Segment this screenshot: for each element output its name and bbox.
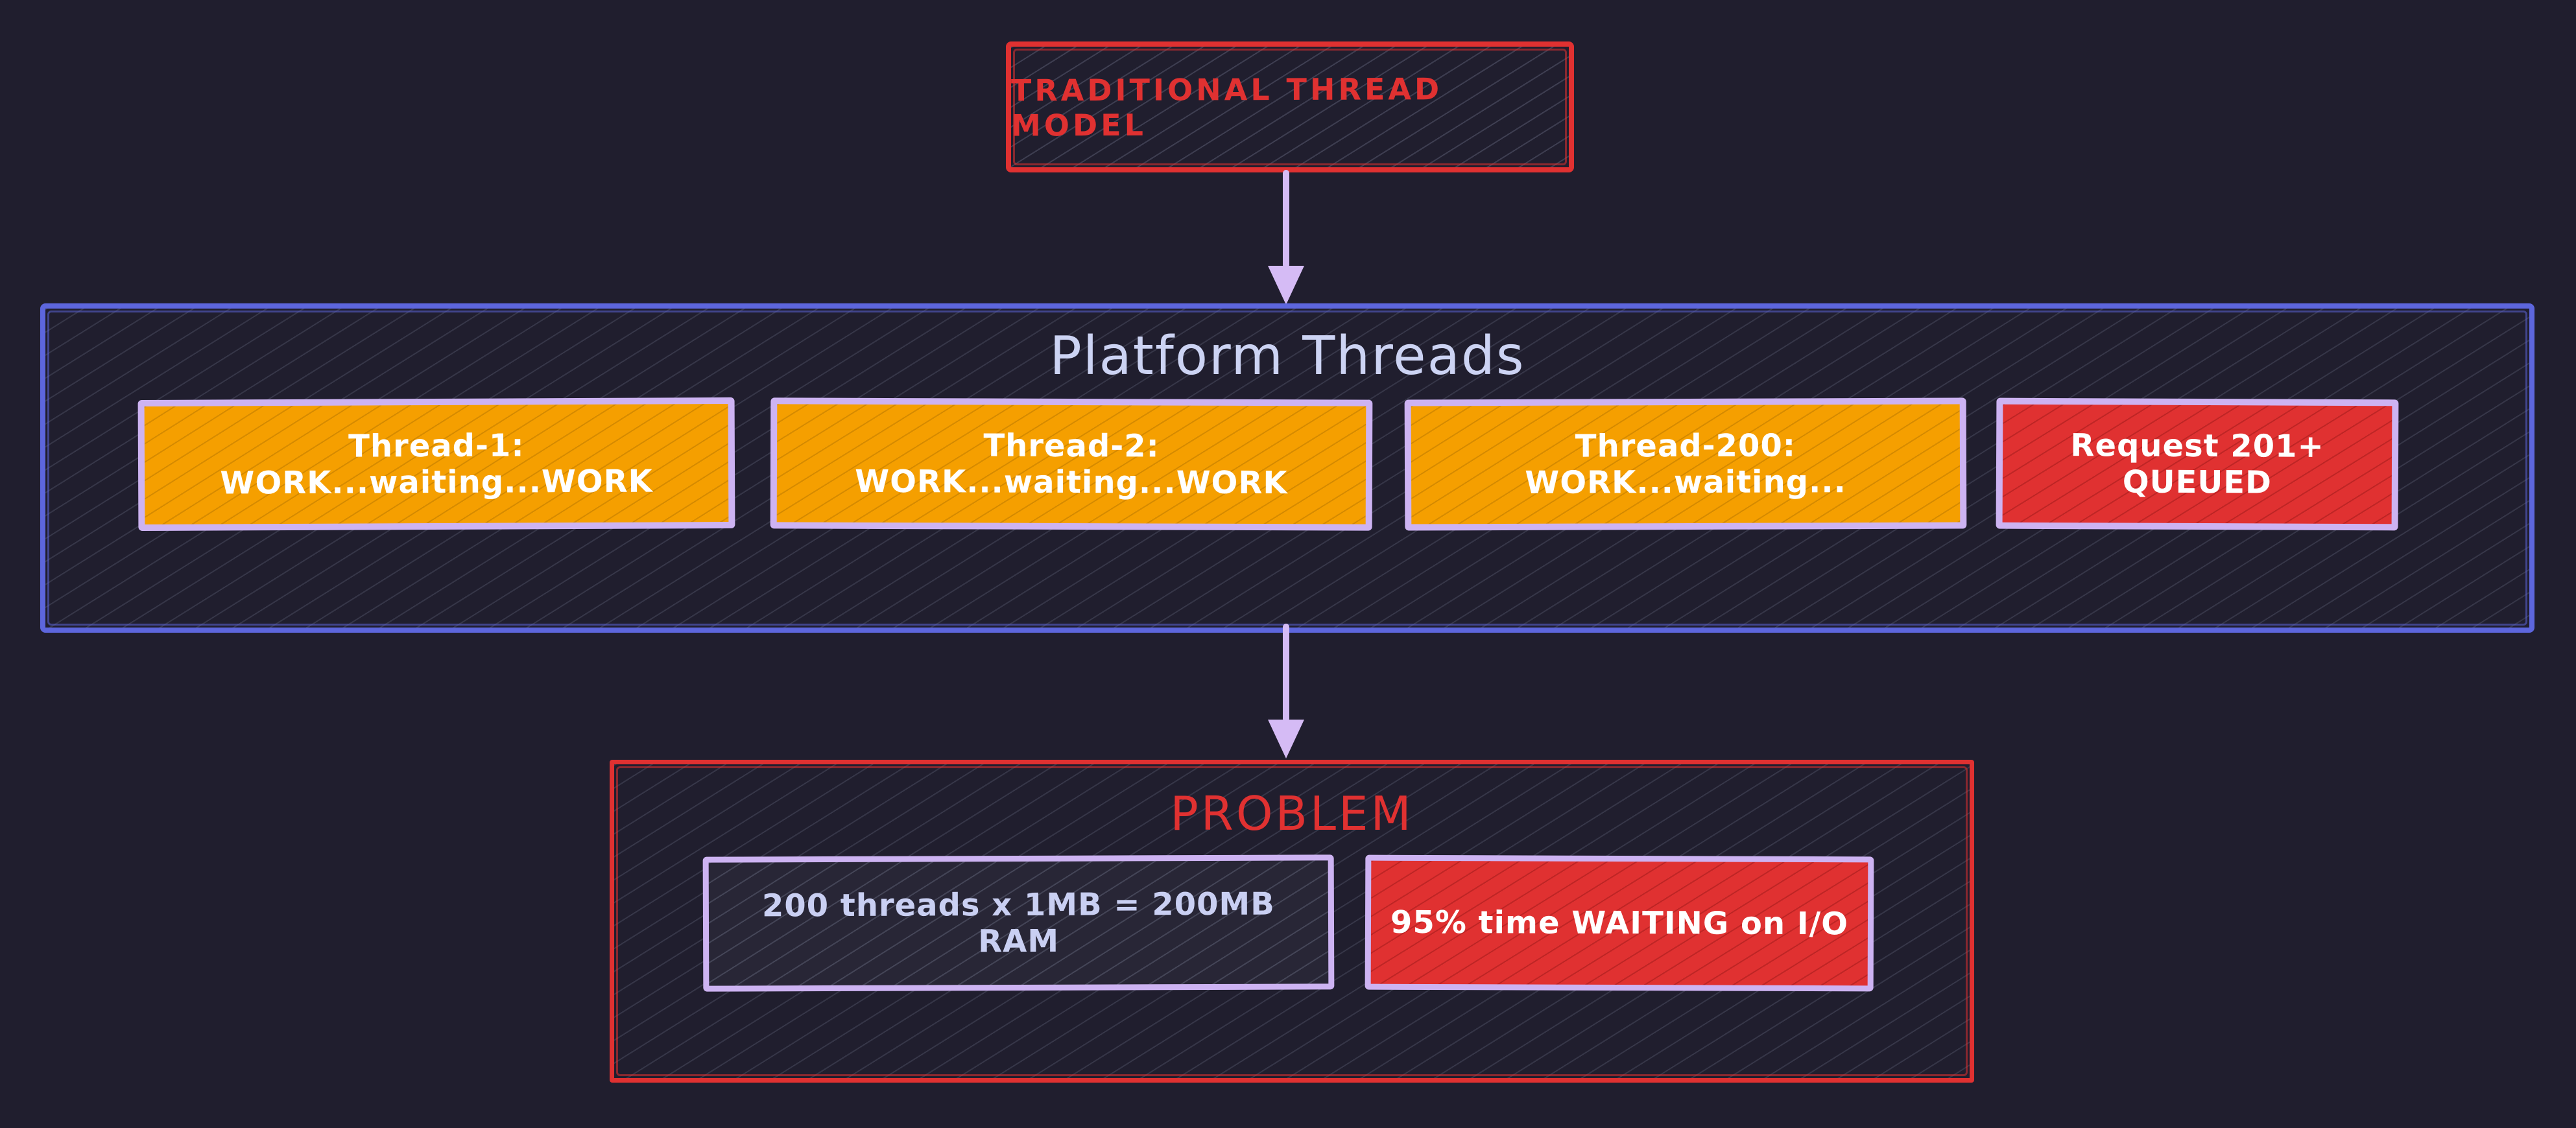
traditional-thread-model-box: TRADITIONAL THREAD MODEL xyxy=(1006,41,1574,172)
memory-usage-box: 200 threads x 1MB = 200MB RAM xyxy=(702,854,1335,992)
arrow-down-1 xyxy=(1267,170,1306,305)
arrow-shaft xyxy=(1283,624,1289,722)
arrow-head-icon xyxy=(1268,266,1304,305)
platform-threads-title: Platform Threads xyxy=(1049,325,1525,387)
arrow-down-2 xyxy=(1267,624,1306,758)
thread-200-box: Thread-200: WORK...waiting... xyxy=(1404,397,1967,531)
memory-usage-label: 200 threads x 1MB = 200MB RAM xyxy=(761,886,1275,960)
request-queued-box: Request 201+ QUEUED xyxy=(1996,397,2399,531)
thread-1-label: Thread-1: WORK...waiting...WORK xyxy=(220,427,653,502)
thread-2-box: Thread-2: WORK...waiting...WORK xyxy=(770,397,1373,531)
io-waiting-box: 95% time WAITING on I/O xyxy=(1365,854,1874,992)
thread-1-box: Thread-1: WORK...waiting...WORK xyxy=(137,397,735,532)
request-queued-label: Request 201+ QUEUED xyxy=(2070,427,2324,501)
thread-2-label: Thread-2: WORK...waiting...WORK xyxy=(855,427,1288,502)
thread-200-label: Thread-200: WORK...waiting... xyxy=(1525,427,1846,501)
arrow-head-icon xyxy=(1268,720,1304,758)
problem-title: PROBLEM xyxy=(1170,786,1414,841)
io-waiting-label: 95% time WAITING on I/O xyxy=(1390,904,1849,943)
traditional-thread-model-label: TRADITIONAL THREAD MODEL xyxy=(1010,71,1443,143)
arrow-shaft xyxy=(1283,170,1289,268)
